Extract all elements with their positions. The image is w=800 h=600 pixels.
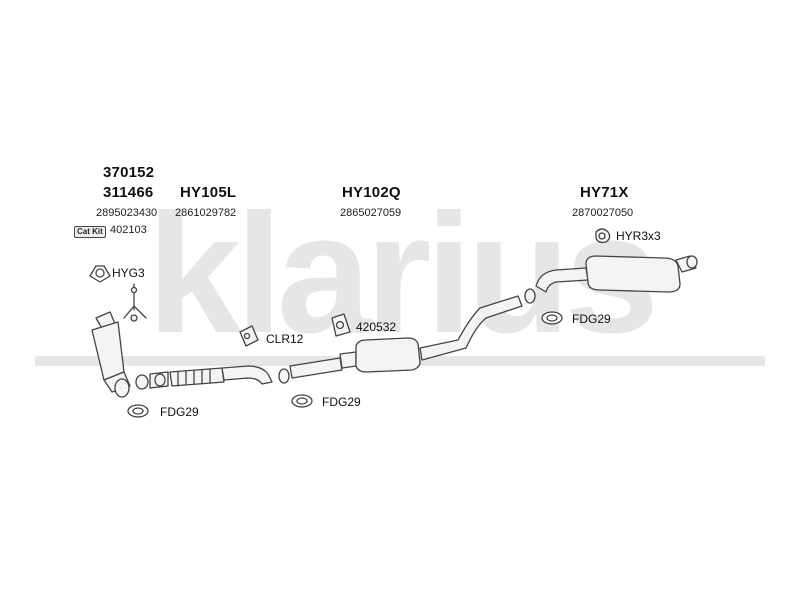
front-pipe-code: 2861029782 [175, 207, 237, 219]
mount-420532-icon [331, 313, 351, 337]
centre-silencer-part [339, 295, 523, 373]
rear-silencer-part [524, 255, 698, 304]
fdg29-rear-label: FDG29 [572, 312, 611, 326]
catalytic-converter-part [91, 311, 131, 398]
joint-pipe-part [278, 357, 343, 384]
fdg29-mid-label: FDG29 [322, 395, 361, 409]
centre-part-number: HY102Q [342, 184, 401, 201]
front-code: 2895023430 [96, 207, 158, 219]
front-pipe-part [135, 365, 273, 390]
cat-kit-code: 402103 [110, 224, 147, 236]
clr12-label: CLR12 [266, 332, 304, 346]
mount-420532-label: 420532 [356, 320, 397, 334]
front-pipe-part-number: HY105L [180, 184, 237, 201]
rear-code: 2870027050 [572, 207, 634, 219]
fdg29-rear-gasket-icon [541, 311, 563, 325]
hyg3-label: HYG3 [112, 266, 145, 280]
cat-kit-badge: Cat Kit [74, 226, 106, 238]
hyr3x3-ring-icon [595, 228, 611, 244]
hyg3-gasket-icon [89, 265, 111, 283]
fdg29-mid-gasket-icon [291, 394, 313, 408]
front-part-number-1: 370152 [103, 164, 155, 181]
clr12-rubber-icon [239, 325, 259, 347]
rear-part-number: HY71X [580, 184, 629, 201]
fdg29-front-gasket-icon [127, 404, 149, 418]
hyr3x3-label: HYR3x3 [616, 229, 661, 243]
centre-code: 2865027059 [340, 207, 402, 219]
front-part-number-2: 311466 [103, 184, 154, 201]
fdg29-front-label: FDG29 [160, 405, 199, 419]
lambda-sensor-icon [123, 283, 147, 322]
